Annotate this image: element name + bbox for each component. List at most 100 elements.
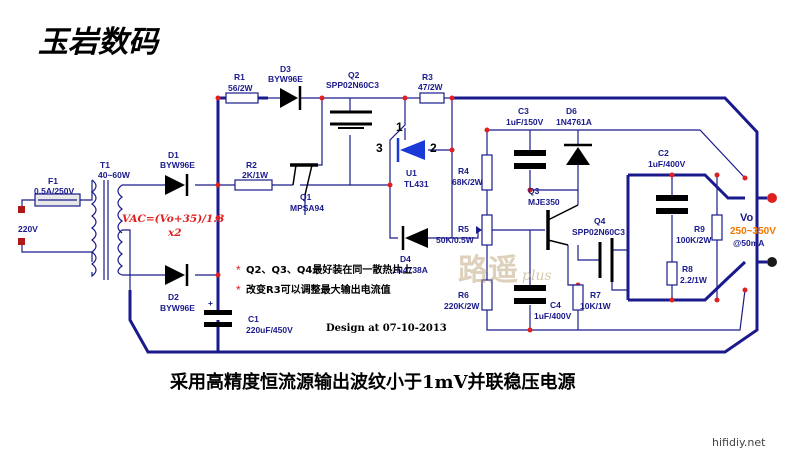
resistor-r1	[225, 92, 259, 104]
r5-name: R5	[458, 224, 469, 234]
output-current: @50mA	[733, 238, 764, 248]
c2-value: 1uF/400V	[648, 159, 686, 169]
c1-name: C1	[248, 314, 259, 324]
zener-d4	[401, 226, 428, 250]
resistor-r3	[419, 92, 445, 104]
u1-pin2: 2	[430, 141, 437, 155]
r2-value: 2K/1W	[242, 170, 269, 180]
resistor-r6	[481, 279, 493, 311]
q4-name: Q4	[594, 216, 606, 226]
mosfet-q4	[598, 238, 614, 282]
brand-title: 玉岩数码	[38, 25, 161, 60]
r3-value: 47/2W	[418, 82, 444, 92]
r6-name: R6	[458, 290, 469, 300]
watermark-sub: plus	[522, 268, 552, 284]
d2-value: BYW96E	[160, 303, 195, 313]
output-terminals	[757, 193, 777, 267]
page-title: 采用高精度恒流源输出波纹小于1mV并联稳压电源	[169, 371, 576, 393]
r4-value: 68K/2W	[452, 177, 484, 187]
d6-name: D6	[566, 106, 577, 116]
d3-name: D3	[280, 64, 291, 74]
q4-value: SPP02N60C3	[572, 227, 625, 237]
r1-value: 56/2W	[228, 83, 254, 93]
r8-value: 2.2/1W	[680, 275, 708, 285]
watermark-main: 路遥	[458, 253, 518, 288]
t1-value: 40~60W	[98, 170, 131, 180]
regulator-u1	[396, 128, 425, 162]
d1-value: BYW96E	[160, 160, 195, 170]
r9-name: R9	[694, 224, 705, 234]
transistor-q1	[290, 163, 318, 196]
resistor-r2	[234, 179, 273, 191]
c3-value: 1uF/150V	[506, 117, 544, 127]
note-bullets: * *	[236, 263, 241, 297]
u1-pin3: 3	[376, 141, 383, 155]
vac-formula-line2: x2	[167, 227, 182, 239]
capacitor-c3	[514, 150, 546, 169]
d3-value: BYW96E	[268, 74, 303, 84]
q3-value: MJE350	[528, 197, 560, 207]
f1-value: 0.5A/250V	[34, 186, 74, 196]
c2-name: C2	[658, 148, 669, 158]
d4-value: 1N4738A	[392, 265, 428, 275]
diode-d2	[165, 264, 189, 286]
q1-name: Q1	[300, 192, 312, 202]
u1-name: U1	[406, 168, 417, 178]
note-r3-adjust: 改变R3可以调整最大输出电流值	[246, 283, 391, 296]
r8-name: R8	[682, 264, 693, 274]
capacitor-c2	[656, 195, 688, 214]
fuse-f1	[34, 193, 81, 207]
q1-value: MPSA94	[290, 203, 324, 213]
vac-formula-line1: VAC=(Vo+35)/1.3	[122, 213, 224, 225]
c1-polarity: +	[208, 298, 213, 308]
c4-value: 1uF/400V	[534, 311, 572, 321]
output-range: 250~350V	[730, 226, 776, 237]
r7-name: R7	[590, 290, 601, 300]
q3-name: Q3	[528, 186, 540, 196]
zener-d6	[564, 143, 592, 165]
svg-text:*: *	[236, 263, 241, 277]
c3-name: C3	[518, 106, 529, 116]
r4-name: R4	[458, 166, 469, 176]
resistor-r8	[666, 261, 678, 286]
d1-name: D1	[168, 150, 179, 160]
design-date: Design at 07-10-2013	[326, 323, 447, 334]
mosfet-q2	[330, 110, 372, 129]
r7-value: 10K/1W	[580, 301, 612, 311]
svg-text:*: *	[236, 283, 241, 297]
resistor-r7	[572, 284, 584, 311]
f1-name: F1	[48, 176, 58, 186]
diode-d1	[165, 174, 189, 196]
resistor-r4	[481, 154, 493, 191]
d6-value: 1N4761A	[556, 117, 592, 127]
u1-pin1: 1	[396, 120, 403, 134]
input-voltage-label: 220V	[18, 224, 38, 234]
d4-name: D4	[400, 254, 411, 264]
site-credit: hifidiy.net	[712, 436, 766, 449]
q2-name: Q2	[348, 70, 360, 80]
r3-name: R3	[422, 72, 433, 82]
mains-input-terminals	[18, 206, 25, 245]
r9-value: 100K/2W	[676, 235, 712, 245]
c1-value: 220uF/450V	[246, 325, 293, 335]
q2-value: SPP02N60C3	[326, 80, 379, 90]
capacitor-c4	[514, 285, 546, 304]
note-heatsink: Q2、Q3、Q4最好装在同一散热片上	[246, 263, 412, 276]
r2-name: R2	[246, 160, 257, 170]
transformer-t1	[91, 179, 123, 280]
diode-d3	[280, 86, 302, 110]
u1-value: TL431	[404, 179, 429, 189]
c4-name: C4	[550, 300, 561, 310]
resistor-r9	[711, 214, 723, 241]
capacitor-c1	[204, 310, 232, 327]
d2-name: D2	[168, 292, 179, 302]
t1-name: T1	[100, 160, 110, 170]
r1-name: R1	[234, 72, 245, 82]
potentiometer-r5	[476, 214, 493, 246]
output-label: Vo	[740, 212, 754, 224]
r6-value: 220K/2W	[444, 301, 480, 311]
thin-wires	[21, 97, 746, 331]
r5-value: 50K/0.5W	[436, 235, 475, 245]
